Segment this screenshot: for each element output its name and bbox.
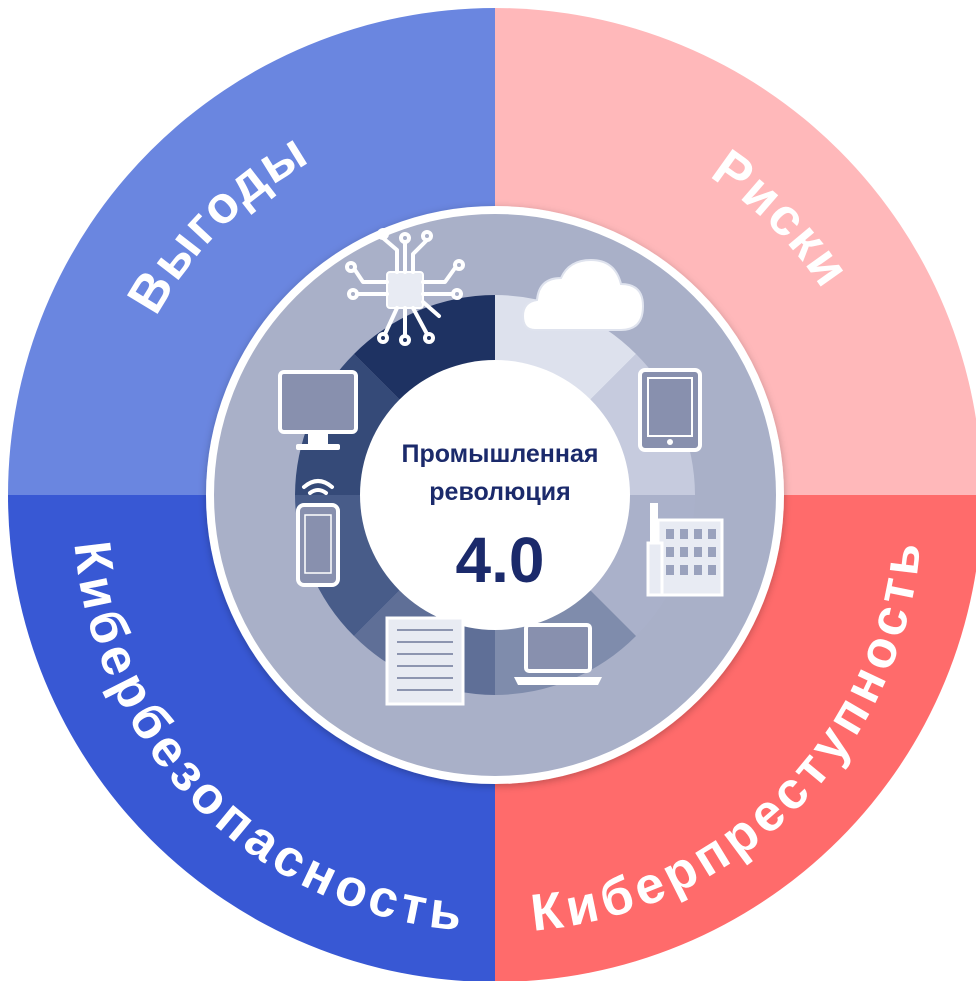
- cloud-icon: [521, 258, 645, 331]
- center-circle: [360, 360, 630, 630]
- center-title-line2: революция: [429, 478, 570, 506]
- factory-icon: [646, 503, 724, 597]
- ring-segment: [580, 354, 695, 495]
- chip-icon: [345, 228, 465, 346]
- monitor-icon: [278, 370, 358, 450]
- server-icon: [385, 616, 465, 706]
- center-version: 4.0: [456, 524, 545, 596]
- smartphone-icon: [296, 479, 340, 587]
- laptop-icon: [514, 623, 602, 685]
- center-title-line1: Промышленная: [401, 440, 598, 468]
- tablet-icon: [638, 368, 702, 452]
- ring-segment: [354, 295, 495, 410]
